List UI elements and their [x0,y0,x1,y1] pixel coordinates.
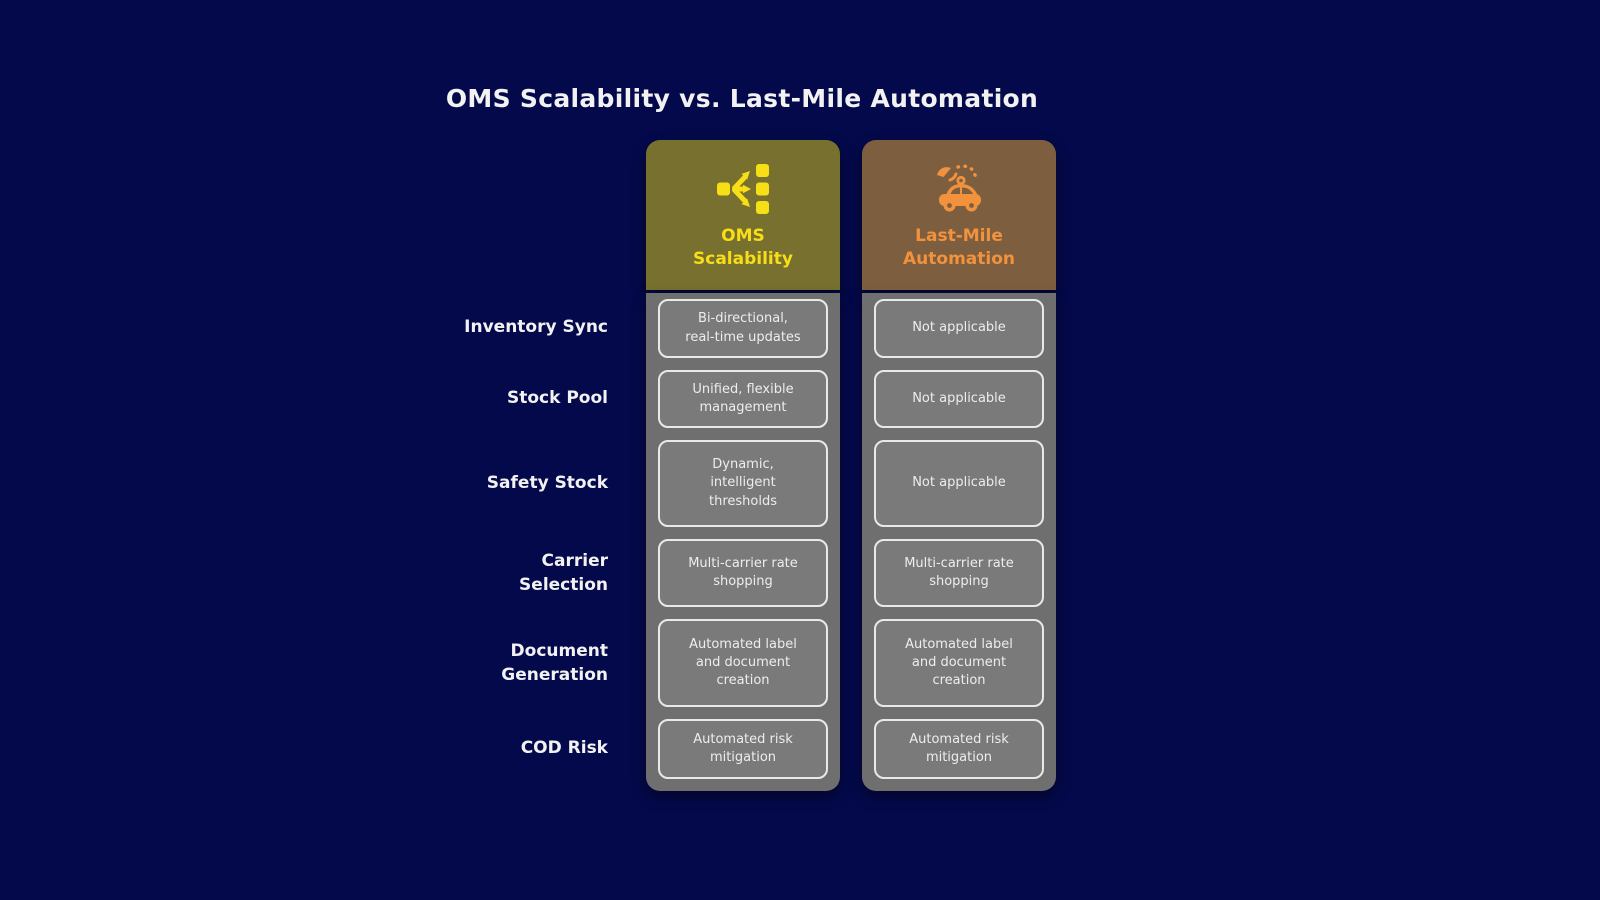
cell-oms-carrier-selection: Multi-carrier rate shopping [658,539,828,607]
column-header-lastmile: Last-Mile Automation [862,140,1056,290]
distribute-flow-icon [717,164,769,215]
column-oms-scalability: OMS Scalability Bi-directional, real-tim… [646,140,840,791]
column-header-oms: OMS Scalability [646,140,840,290]
row-label-carrier-selection: Carrier Selection [519,551,608,595]
column-body-oms: Bi-directional, real-time updates Unifie… [646,293,840,791]
cell-lastmile-safety-stock: Not applicable [874,440,1044,527]
cell-lastmile-cod-risk: Automated risk mitigation [874,719,1044,779]
cell-oms-stock-pool: Unified, flexible management [658,370,828,428]
autonomous-delivery-car-icon [937,164,981,212]
cell-lastmile-stock-pool: Not applicable [874,370,1044,428]
row-label-safety-stock: Safety Stock [486,473,608,494]
column-header-label-lastmile: Last-Mile Automation [903,226,1015,269]
cell-lastmile-carrier-selection: Multi-carrier rate shopping [874,539,1044,607]
column-last-mile-automation: Last-Mile Automation Not applicable Not … [862,140,1056,791]
row-label-stock-pool: Stock Pool [507,388,608,409]
row-label-cod-risk: COD Risk [520,738,608,759]
cell-oms-document-generation: Automated label and document creation [658,619,828,707]
cell-lastmile-inventory-sync: Not applicable [874,299,1044,358]
cell-lastmile-document-generation: Automated label and document creation [874,619,1044,707]
cell-oms-cod-risk: Automated risk mitigation [658,719,828,779]
row-label-inventory-sync: Inventory Sync [464,317,608,338]
cell-oms-inventory-sync: Bi-directional, real-time updates [658,299,828,358]
row-label-document-generation: Document Generation [501,641,608,685]
column-body-lastmile: Not applicable Not applicable Not applic… [862,293,1056,791]
cell-oms-safety-stock: Dynamic, intelligent thresholds [658,440,828,527]
page-title: OMS Scalability vs. Last-Mile Automation [445,84,1039,113]
column-header-label-oms: OMS Scalability [693,226,793,269]
